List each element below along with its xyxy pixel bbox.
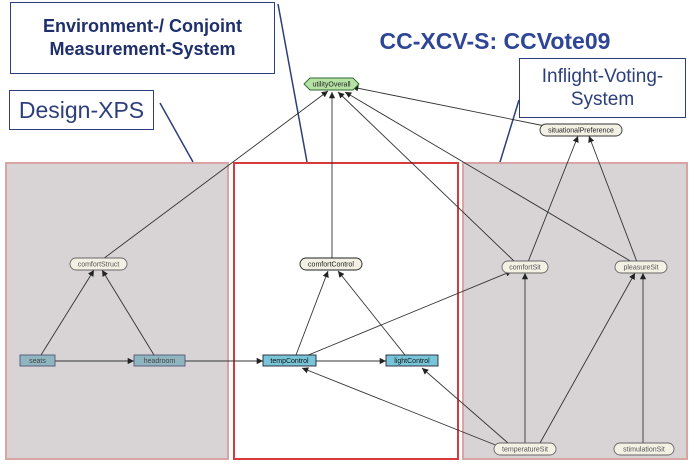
node-tempcontrol[interactable]: tempControl: [262, 354, 317, 367]
node-utilityoverall-label: utilityOverall: [312, 82, 351, 89]
node-temperaturesit[interactable]: temperatureSit: [493, 442, 557, 456]
node-stimulationsit-label: stimulationSit: [623, 447, 665, 454]
environment-conjoint-label: Environment-/ Conjoint Measurement-Syste…: [10, 2, 275, 74]
edge-temperaturesit-tempcontrol: [301, 367, 499, 447]
inflight-pointer-line: [499, 99, 520, 163]
node-stimulationsit[interactable]: stimulationSit: [613, 442, 675, 456]
edge-comfortsit-situational: [527, 135, 579, 263]
design-xps-region: [5, 162, 229, 460]
edge-tempcontrol-comfortcontrol: [295, 270, 329, 356]
edge-pleasuresit-situational: [588, 135, 638, 263]
environment-conjoint-region: [233, 162, 459, 460]
edge-comfortsit-utility: [337, 91, 516, 263]
node-comfortsit-label: comfortSit: [509, 265, 541, 272]
node-lightcontrol-label: lightControl: [394, 358, 430, 365]
inflight-label-line2: System: [570, 89, 635, 110]
inflight-label-line1: Inflight-Voting-: [541, 66, 664, 87]
edge-headroom-comfortstruct: [101, 269, 155, 356]
edge-seats-comfortstruct: [40, 269, 95, 356]
environment-pointer-line: [277, 3, 308, 163]
edge-tempcontrol-comfortsit: [305, 270, 513, 357]
edge-temperaturesit-lightcontrol: [421, 367, 509, 444]
node-lightcontrol[interactable]: lightControl: [385, 354, 439, 367]
node-situationalpreference[interactable]: situationalPreference: [539, 123, 623, 137]
inflight-voting-label: Inflight-Voting- System: [519, 58, 686, 118]
node-temperaturesit-label: temperatureSit: [502, 447, 548, 454]
node-tempcontrol-label: tempControl: [270, 358, 309, 365]
environment-label-line1: Environment-/ Conjoint: [43, 16, 242, 36]
node-situationalpreference-label: situationalPreference: [548, 128, 614, 135]
edge-pleasuresit-utility: [344, 91, 633, 263]
edge-situational-utility: [351, 85, 546, 127]
edge-temperaturesit-pleasuresit: [539, 272, 636, 444]
edge-comfortstruct-utility: [102, 90, 329, 260]
design-pointer-line: [159, 102, 194, 163]
node-utilityoverall[interactable]: utilityOverall: [303, 77, 360, 91]
node-comfortstruct[interactable]: comfortStruct: [69, 257, 128, 271]
node-headroom[interactable]: headroom: [133, 354, 186, 367]
design-xps-label: Design-XPS: [9, 90, 154, 130]
edges: [40, 85, 647, 447]
node-comfortcontrol[interactable]: comfortControl: [299, 257, 363, 271]
node-pleasuresit[interactable]: pleasureSit: [614, 260, 668, 274]
node-headroom-label: headroom: [144, 358, 176, 365]
inflight-voting-region: [462, 162, 688, 460]
node-comfortsit[interactable]: comfortSit: [501, 260, 549, 274]
system-title: CC-XCV-S: CCVote09: [379, 27, 611, 54]
edge-lightcontrol-comfortcontrol: [337, 270, 406, 356]
node-comfortcontrol-label: comfortControl: [308, 262, 354, 269]
node-pleasuresit-label: pleasureSit: [623, 265, 658, 272]
node-seats[interactable]: seats: [19, 354, 56, 367]
node-seats-label: seats: [29, 358, 46, 365]
environment-label-line2: Measurement-System: [49, 39, 236, 59]
node-comfortstruct-label: comfortStruct: [78, 262, 120, 269]
